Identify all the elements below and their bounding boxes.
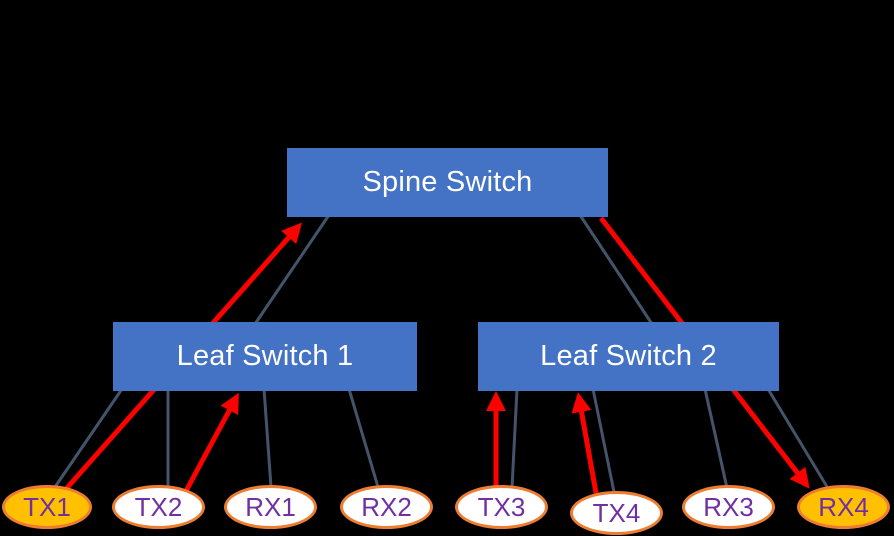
endpoint-tx4-label: TX4: [592, 497, 641, 528]
endpoint-tx2-label: TX2: [134, 491, 183, 522]
endpoint-tx3-label: TX3: [477, 491, 526, 522]
endpoint-tx3: TX3: [455, 485, 548, 529]
link-rx1-leaf1: [262, 388, 273, 488]
endpoint-tx2: TX2: [112, 485, 205, 529]
arrow-tx2-to-leaf1: [183, 392, 239, 493]
endpoint-tx1: TX1: [2, 485, 92, 529]
endpoint-tx4: TX4: [570, 491, 663, 535]
link-tx4-leaf2: [591, 388, 616, 493]
endpoint-rx3: RX3: [682, 485, 775, 529]
endpoint-rx3-label: RX3: [703, 491, 754, 522]
arrow-tx4-to-leaf2: [571, 392, 599, 494]
leaf-switch-1-label: Leaf Switch 1: [176, 340, 354, 372]
link-rx4-leaf2: [766, 388, 831, 491]
link-tx1-leaf1: [53, 388, 124, 488]
leaf-switch-2-node: Leaf Switch 2: [478, 322, 779, 391]
spine-switch-node: Spine Switch: [287, 148, 608, 217]
link-leaf2-spine: [578, 214, 654, 325]
endpoint-rx2: RX2: [340, 485, 433, 529]
endpoint-rx4: RX4: [797, 485, 890, 529]
link-rx2-leaf1: [347, 388, 380, 488]
link-tx3-leaf2: [510, 388, 519, 489]
endpoint-rx1-label: RX1: [245, 491, 296, 522]
endpoint-tx1-label: TX1: [23, 491, 71, 522]
endpoint-rx1: RX1: [224, 485, 317, 529]
link-rx3-leaf2: [703, 388, 729, 489]
endpoint-rx2-label: RX2: [361, 491, 412, 522]
spine-switch-label: Spine Switch: [362, 166, 533, 198]
leaf-switch-1-node: Leaf Switch 1: [113, 322, 417, 391]
link-leaf1-spine: [253, 214, 331, 325]
leaf-switch-2-label: Leaf Switch 2: [540, 340, 717, 372]
endpoint-rx4-label: RX4: [818, 491, 869, 522]
